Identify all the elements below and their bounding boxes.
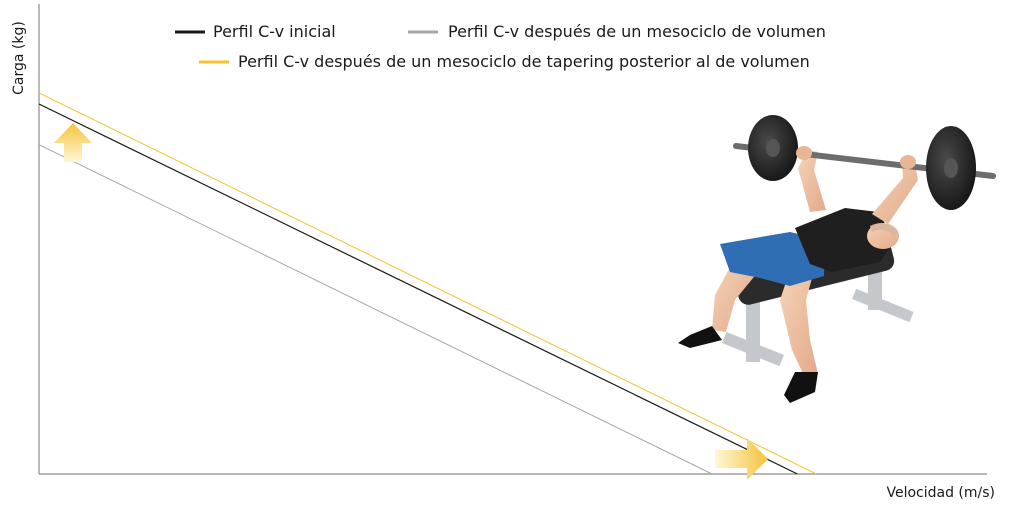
- series-line-volume: [38, 144, 713, 475]
- right-arrow-icon: [715, 438, 768, 480]
- series-line-tapering: [38, 92, 817, 475]
- y-axis-label: Carga (kg): [11, 21, 27, 95]
- up-arrow-icon: [54, 123, 92, 162]
- legend: Perfil C-v inicial Perfil C-v después de…: [175, 22, 826, 71]
- bench-press-athlete-icon: [678, 115, 996, 403]
- x-axis-label: Velocidad (m/s): [886, 485, 995, 501]
- legend-label-volume: Perfil C-v después de un mesociclo de vo…: [448, 22, 826, 41]
- series-line-initial: [38, 103, 798, 475]
- legend-label-tapering: Perfil C-v después de un mesociclo de ta…: [238, 52, 810, 71]
- legend-label-initial: Perfil C-v inicial: [213, 22, 336, 41]
- series-layer: [38, 92, 817, 475]
